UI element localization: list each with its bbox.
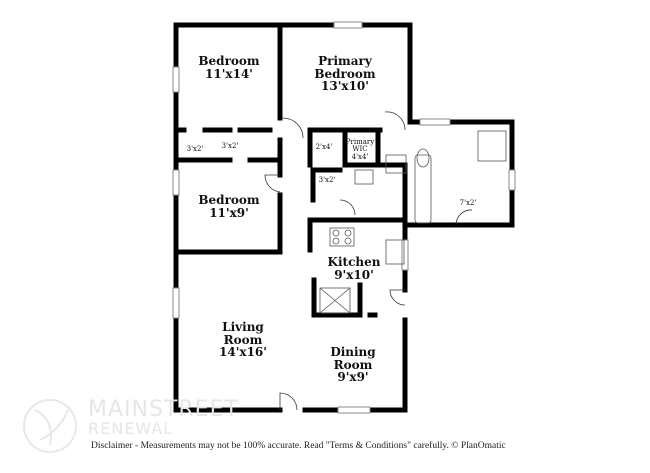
bath-sink [385, 154, 407, 174]
shower [477, 130, 507, 162]
closet-label: 3'x2' [186, 145, 204, 153]
fixtures [319, 130, 507, 314]
windows [172, 21, 516, 414]
fridge [319, 287, 351, 314]
disclaimer: Disclaimer - Measurements may not be 100… [91, 441, 506, 451]
closet-label: 3'x2' [318, 176, 336, 184]
walls [173, 22, 515, 413]
stove [329, 227, 355, 247]
bathtub [414, 154, 432, 224]
doors [264, 111, 473, 411]
logo-mark [23, 399, 77, 453]
closet-label: 2'x4' [315, 143, 333, 151]
kitchen-sink [385, 239, 405, 265]
closet-label: 3'x2' [221, 142, 239, 150]
bath-sink-2 [354, 169, 374, 185]
closet-label: 7'x2' [459, 199, 477, 207]
toilet [416, 148, 430, 168]
